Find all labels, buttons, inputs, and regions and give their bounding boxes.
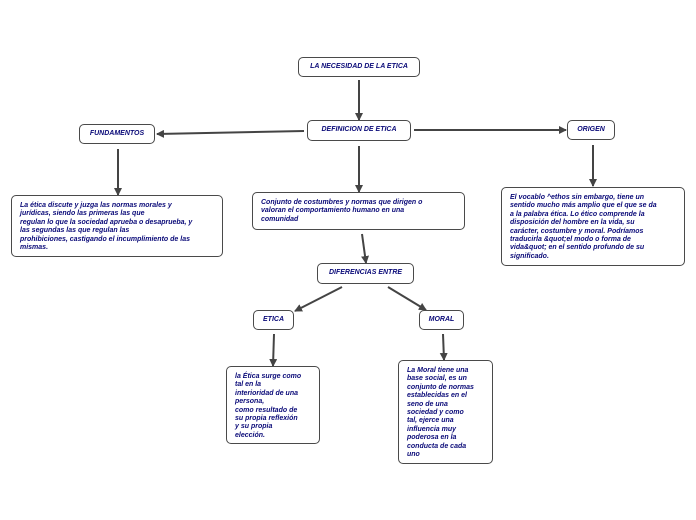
definicion-label: DEFINICION DE ETICA [321,126,397,134]
origen-text-node: El vocablo ^ethos sin embargo, tiene un … [501,187,685,266]
origen-node: ORIGEN [567,120,615,140]
arrow-diferencias-to-moral [387,286,427,311]
arrow-moral-to-text [439,333,448,361]
arrow-diferencias-to-etica [294,286,343,312]
etica-node: ETICA [253,310,294,330]
etica-text: la Ética surge como tal en la interiorid… [235,373,302,439]
fundamentos-node: FUNDAMENTOS [79,124,155,144]
definicion-node: DEFINICION DE ETICA [307,120,411,141]
definicion-text-node: Conjunto de costumbres y normas que diri… [252,192,465,230]
definicion-text: Conjunto de costumbres y normas que diri… [261,199,423,223]
fundamentos-text-node: La ética discute y juzga las normas mora… [11,195,223,257]
etica-label: ETICA [263,315,284,323]
moral-text-node: La Moral tiene una base social, es un co… [398,360,493,464]
moral-text: La Moral tiene una base social, es un co… [407,367,474,459]
moral-node: MORAL [419,310,464,330]
origen-label: ORIGEN [577,125,605,133]
arrow-etica-to-text [269,333,278,367]
diferencias-node: DIFERENCIAS ENTRE [317,263,414,284]
fundamentos-label: FUNDAMENTOS [89,129,145,137]
fundamentos-text: La ética discute y juzga las normas mora… [20,202,193,252]
moral-label: MORAL [428,315,455,323]
title-label: LA NECESIDAD DE LA ETICA [310,62,408,70]
origen-text: El vocablo ^ethos sin embargo, tiene un … [510,194,657,260]
etica-text-node: la Ética surge como tal en la interiorid… [226,366,320,444]
title-node: LA NECESIDAD DE LA ETICA [298,57,420,77]
arrow-definicion-to-fundamentos [156,129,305,138]
diferencias-label: DIFERENCIAS ENTRE [328,269,403,277]
arrow-definicion-text-to-diferencias [361,233,370,264]
